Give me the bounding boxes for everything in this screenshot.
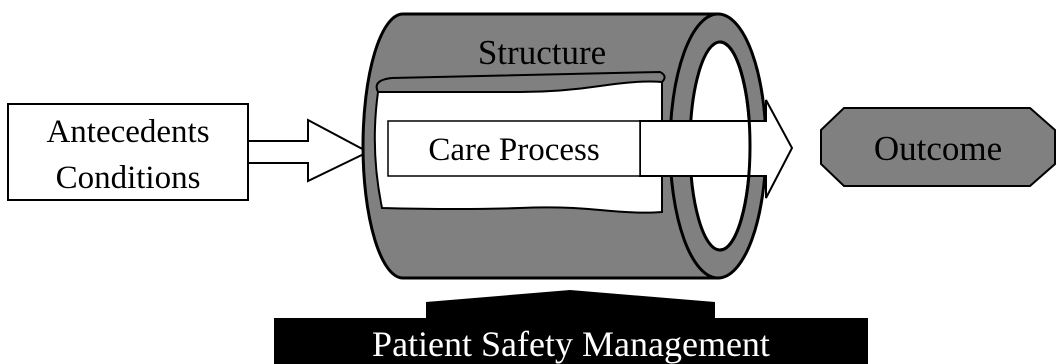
- patient-safety-arrowhead: [426, 302, 715, 320]
- care-process-frame: [387, 120, 641, 177]
- opening-outline-upper: [719, 40, 752, 147]
- antecedents-label: Antecedents: [46, 114, 209, 150]
- antecedents-box-frame: [7, 103, 249, 201]
- input-arrow: [247, 118, 371, 183]
- structure-label: Structure: [478, 33, 606, 72]
- patient-safety-arrow: Patient Safety Management: [274, 290, 868, 364]
- opening-outline-lower: [719, 145, 752, 252]
- care-process-label: Care Process: [428, 132, 599, 168]
- patient-safety-arrow-slope: [426, 290, 715, 302]
- conditions-label: Conditions: [56, 160, 201, 196]
- outcome-label: Outcome: [874, 129, 1002, 168]
- patient-safety-label: Patient Safety Management: [372, 324, 770, 364]
- outcome-node: Outcome: [820, 107, 1056, 187]
- patient-safety-bar: [274, 318, 868, 364]
- process-arrow: [639, 99, 794, 199]
- care-process-box: Care Process: [387, 120, 641, 177]
- antecedents-box: Antecedents Conditions: [7, 103, 249, 201]
- outcome-octagon: [820, 107, 1056, 187]
- cavity-rim-top: [375, 70, 666, 93]
